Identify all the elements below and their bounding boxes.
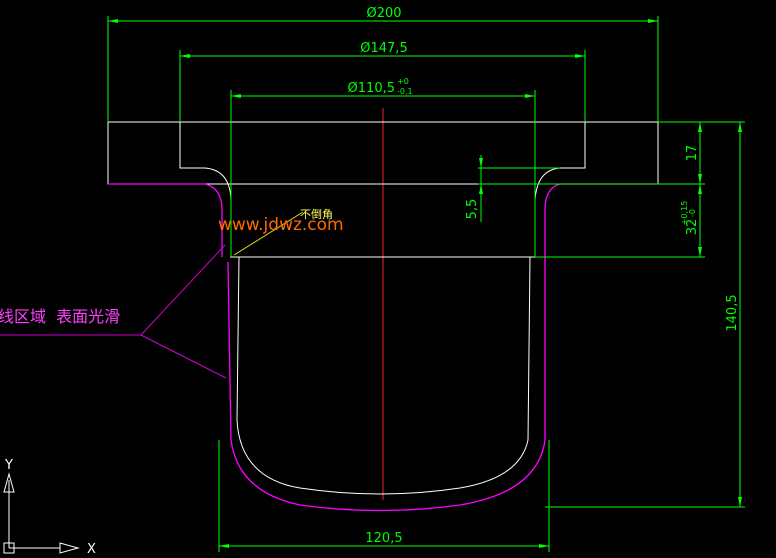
dim-step-height: 32 xyxy=(685,219,700,236)
left-flange-underside xyxy=(108,183,223,257)
leader-lines xyxy=(0,244,227,379)
right-recess-step xyxy=(534,122,586,257)
outer-cup-wall xyxy=(227,261,546,512)
dim-outer-diameter: Ø200 xyxy=(366,6,401,21)
dim-5-arrow-bottom xyxy=(479,184,483,194)
dim-17-arrow-top xyxy=(698,122,702,132)
dimension-lines xyxy=(107,16,745,552)
chamfer-leader xyxy=(233,211,304,256)
dim-200-arrow-left xyxy=(108,19,118,23)
dim-step-tol-upper: +0,15 xyxy=(680,201,689,226)
dim-147-arrow-right xyxy=(575,54,585,58)
dim-120-arrow-left xyxy=(219,544,229,548)
dim-step-tol-lower: -0 xyxy=(688,209,697,217)
x-axis-arrow xyxy=(59,542,80,554)
dim-32-arrow-bottom xyxy=(698,247,702,257)
x-axis-label: X xyxy=(87,542,96,557)
dim-inner-diameter: Ø110,5 xyxy=(348,81,395,96)
watermark-text: www.jdwz.com xyxy=(218,215,344,235)
left-recess-step xyxy=(179,122,232,257)
dim-32-arrow-top xyxy=(698,184,702,194)
dim-total-height: 140,5 xyxy=(725,294,740,331)
dim-recess-depth: 5,5 xyxy=(465,199,480,220)
leader-lower xyxy=(140,334,227,379)
y-axis-label: Y xyxy=(4,458,13,473)
inner-cup-profile xyxy=(236,256,531,495)
dim-flange-height: 17 xyxy=(685,145,700,162)
ucs-axis-icon xyxy=(3,472,80,554)
y-axis-arrow xyxy=(3,472,15,493)
dim-200-arrow-right xyxy=(648,19,658,23)
ucs-origin-box xyxy=(3,542,15,554)
dim-5-arrow-top xyxy=(479,158,483,168)
dim-147-arrow-left xyxy=(180,54,190,58)
dim-110-arrow-left xyxy=(231,94,241,98)
right-flange-underside xyxy=(544,183,658,262)
dim-middle-diameter: Ø147,5 xyxy=(360,41,407,56)
dim-inner-tol-lower: -0,1 xyxy=(397,87,413,96)
dimension-text: Ø200 Ø147,5 Ø110,5 +0 -0,1 17 32 +0,15 -… xyxy=(348,6,740,546)
dim-120-arrow-right xyxy=(539,544,549,548)
dim-inner-tol-upper: +0 xyxy=(397,77,409,86)
dim-17-arrow-bottom xyxy=(698,174,702,184)
no-chamfer-note: 不倒角 xyxy=(300,208,333,221)
dim-bottom-width: 120,5 xyxy=(365,531,402,546)
surface-note: 线区域 表面光滑 xyxy=(0,307,120,326)
leader-upper xyxy=(140,244,226,336)
dim-140-arrow-bottom xyxy=(738,497,742,507)
dim-140-arrow-top xyxy=(738,122,742,132)
flange-outline xyxy=(107,121,659,185)
dim-110-arrow-right xyxy=(525,94,535,98)
